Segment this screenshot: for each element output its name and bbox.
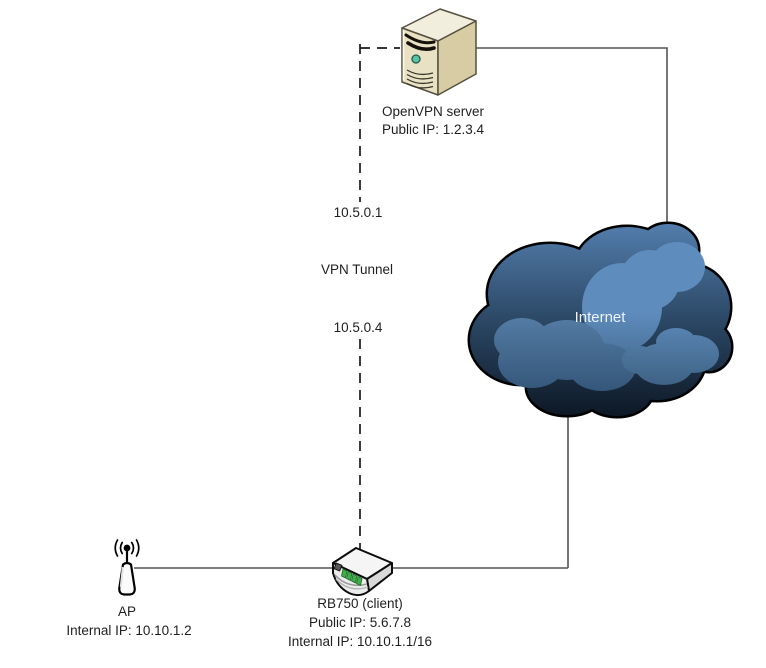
- tunnel-client-ip: 10.5.0.4: [333, 320, 383, 335]
- client-label: RB750 (client): [317, 596, 403, 611]
- client-public-ip: Public IP: 5.6.7.8: [308, 615, 412, 630]
- access-point-icon: [114, 539, 140, 596]
- vpn-tunnel-dashed-line: [359, 44, 400, 556]
- server-label: OpenVPN server: [381, 104, 485, 119]
- internet-label: Internet: [574, 309, 626, 326]
- server-public-ip: Public IP: 1.2.3.4: [381, 122, 485, 137]
- client-internal-ip: Internal IP: 10.10.1.1/16: [287, 634, 433, 649]
- ap-label: AP: [117, 604, 137, 619]
- server-icon: [401, 8, 477, 96]
- router-icon: [332, 547, 393, 597]
- tunnel-server-ip: 10.5.0.1: [333, 205, 383, 220]
- server-internet-line: [467, 47, 668, 232]
- tunnel-label: VPN Tunnel: [320, 262, 394, 277]
- internet-cloud: [467, 221, 734, 419]
- ap-internal-ip: Internal IP: 10.10.1.2: [66, 623, 192, 638]
